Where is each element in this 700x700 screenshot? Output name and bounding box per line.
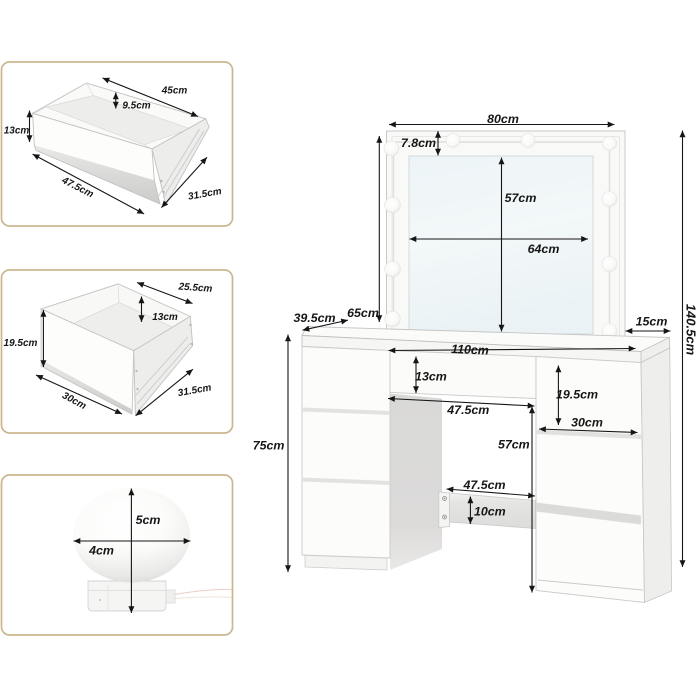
svg-text:110cm: 110cm xyxy=(451,342,489,358)
svg-text:7.8cm: 7.8cm xyxy=(401,136,436,150)
svg-text:10cm: 10cm xyxy=(474,505,506,519)
svg-text:140.5cm: 140.5cm xyxy=(684,304,699,356)
svg-text:64cm: 64cm xyxy=(528,242,560,256)
svg-text:75cm: 75cm xyxy=(253,439,285,453)
svg-text:45cm: 45cm xyxy=(161,86,188,97)
svg-text:19.5cm: 19.5cm xyxy=(556,388,598,402)
svg-text:65cm: 65cm xyxy=(347,306,379,320)
svg-text:19.5cm: 19.5cm xyxy=(4,338,38,349)
svg-text:5cm: 5cm xyxy=(136,513,161,527)
svg-text:47.5cm: 47.5cm xyxy=(446,403,489,417)
svg-text:57cm: 57cm xyxy=(498,437,530,451)
svg-text:13cm: 13cm xyxy=(4,125,30,136)
svg-text:80cm: 80cm xyxy=(487,112,519,126)
svg-text:4cm: 4cm xyxy=(88,544,114,558)
svg-text:47.5cm: 47.5cm xyxy=(462,478,505,492)
svg-text:13cm: 13cm xyxy=(152,312,178,323)
svg-text:39.5cm: 39.5cm xyxy=(293,311,335,325)
svg-text:13cm: 13cm xyxy=(415,370,447,384)
svg-text:15cm: 15cm xyxy=(636,315,668,329)
svg-text:25.5cm: 25.5cm xyxy=(177,281,213,294)
svg-text:9.5cm: 9.5cm xyxy=(122,101,150,112)
svg-text:57cm: 57cm xyxy=(505,191,537,205)
svg-text:30cm: 30cm xyxy=(571,415,603,429)
